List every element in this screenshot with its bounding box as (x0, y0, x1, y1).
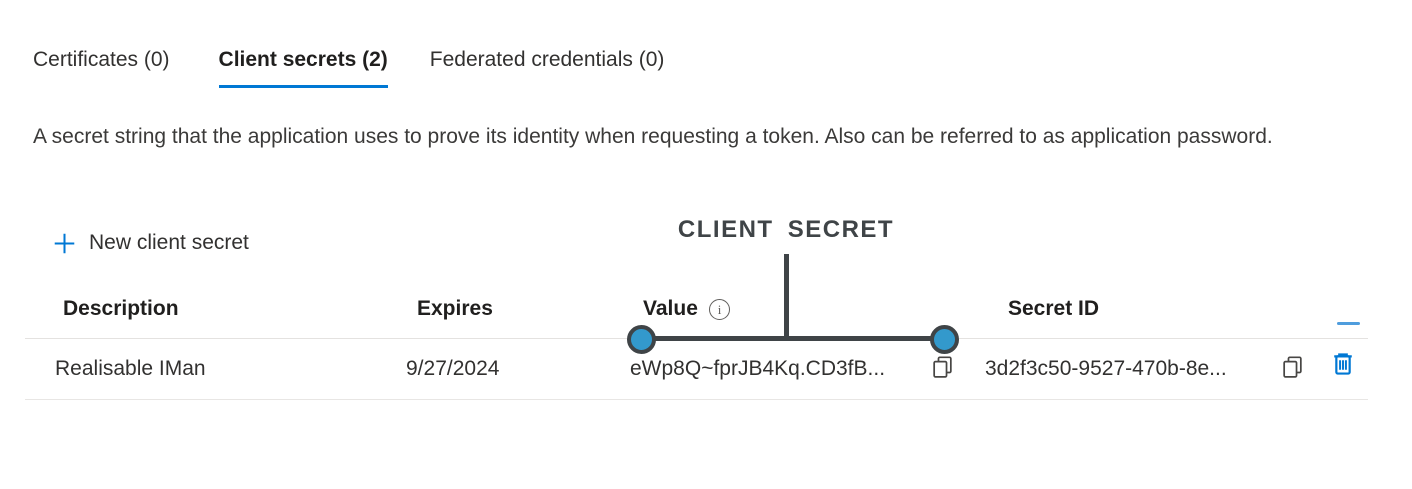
annotation-endpoint-right (930, 325, 959, 354)
table-row-divider (25, 399, 1368, 400)
tab-client-secrets[interactable]: Client secrets (2) (218, 48, 388, 88)
new-client-secret-button[interactable]: New client secret (53, 231, 249, 255)
tab-bar: Certificates (0) Client secrets (2) Fede… (33, 48, 664, 88)
annotation-endpoint-left (627, 325, 656, 354)
tab-federated-credentials[interactable]: Federated credentials (0) (429, 48, 665, 71)
copy-secret-id-button[interactable] (1281, 355, 1304, 378)
new-client-secret-label: New client secret (89, 231, 249, 254)
annotation-client-secret-label: CLIENT SECRET (677, 216, 895, 243)
info-icon[interactable]: i (709, 299, 730, 320)
trash-icon (1330, 351, 1356, 377)
annotation-vertical-line (784, 254, 789, 338)
delete-secret-button[interactable] (1330, 351, 1356, 377)
copy-icon (1281, 355, 1304, 378)
cell-secret-id: 3d2f3c50-9527-470b-8e... (985, 357, 1227, 380)
column-header-description[interactable]: Description (63, 297, 179, 320)
column-header-expires[interactable]: Expires (417, 297, 493, 320)
cell-description: Realisable IMan (55, 357, 206, 380)
client-secret-description: A secret string that the application use… (33, 125, 1273, 148)
column-resize-dash[interactable] (1337, 322, 1360, 325)
copy-value-button[interactable] (931, 355, 954, 378)
cell-expires: 9/27/2024 (406, 357, 500, 380)
cell-value: eWp8Q~fprJB4Kq.CD3fB... (630, 357, 886, 380)
plus-icon (53, 232, 76, 255)
column-header-value[interactable]: Value (643, 297, 698, 320)
tab-certificates[interactable]: Certificates (0) (33, 48, 170, 71)
column-header-secret-id[interactable]: Secret ID (1008, 297, 1100, 320)
copy-icon (931, 355, 954, 378)
annotation-horizontal-line (641, 336, 946, 341)
